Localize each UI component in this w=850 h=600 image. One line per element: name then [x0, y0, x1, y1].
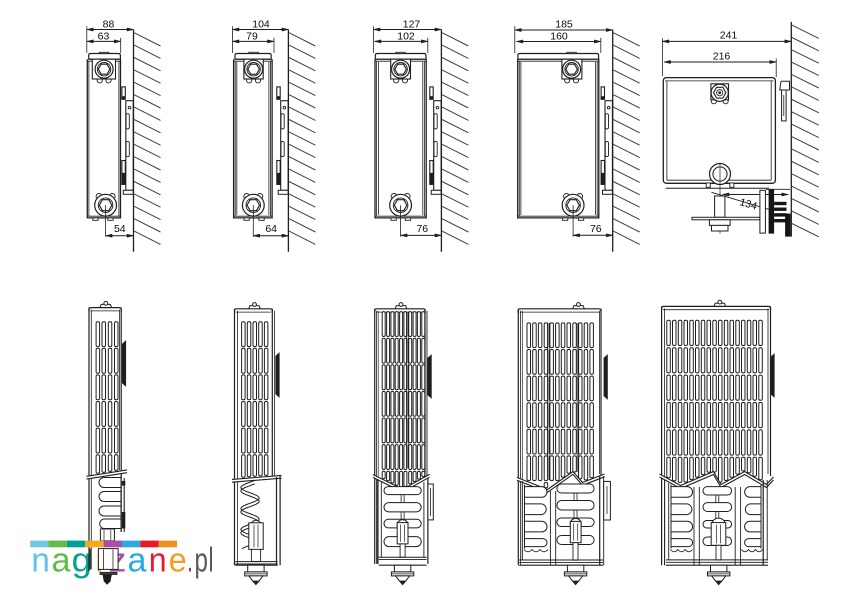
- svg-text:127: 127: [403, 19, 421, 31]
- svg-text:n: n: [149, 542, 167, 580]
- svg-text:p: p: [195, 542, 208, 580]
- svg-text:.: .: [187, 542, 193, 580]
- svg-text:63: 63: [98, 30, 110, 42]
- svg-text:88: 88: [103, 19, 115, 31]
- svg-text:241: 241: [720, 30, 738, 42]
- svg-text:l: l: [209, 542, 214, 580]
- svg-text:e: e: [169, 542, 187, 580]
- svg-text:134: 134: [738, 196, 758, 213]
- svg-text:102: 102: [397, 30, 415, 42]
- svg-text:76: 76: [590, 223, 602, 235]
- svg-text:160: 160: [550, 30, 568, 42]
- svg-text:a: a: [128, 542, 147, 580]
- svg-text:54: 54: [114, 223, 126, 235]
- svg-text:64: 64: [265, 223, 277, 235]
- svg-text:a: a: [52, 542, 71, 580]
- svg-text:g: g: [72, 542, 92, 580]
- svg-text:76: 76: [416, 223, 428, 235]
- svg-text:216: 216: [713, 50, 731, 62]
- svg-text:79: 79: [246, 30, 258, 42]
- svg-text:185: 185: [555, 19, 573, 31]
- svg-text:n: n: [31, 542, 50, 580]
- svg-text:104: 104: [252, 19, 270, 31]
